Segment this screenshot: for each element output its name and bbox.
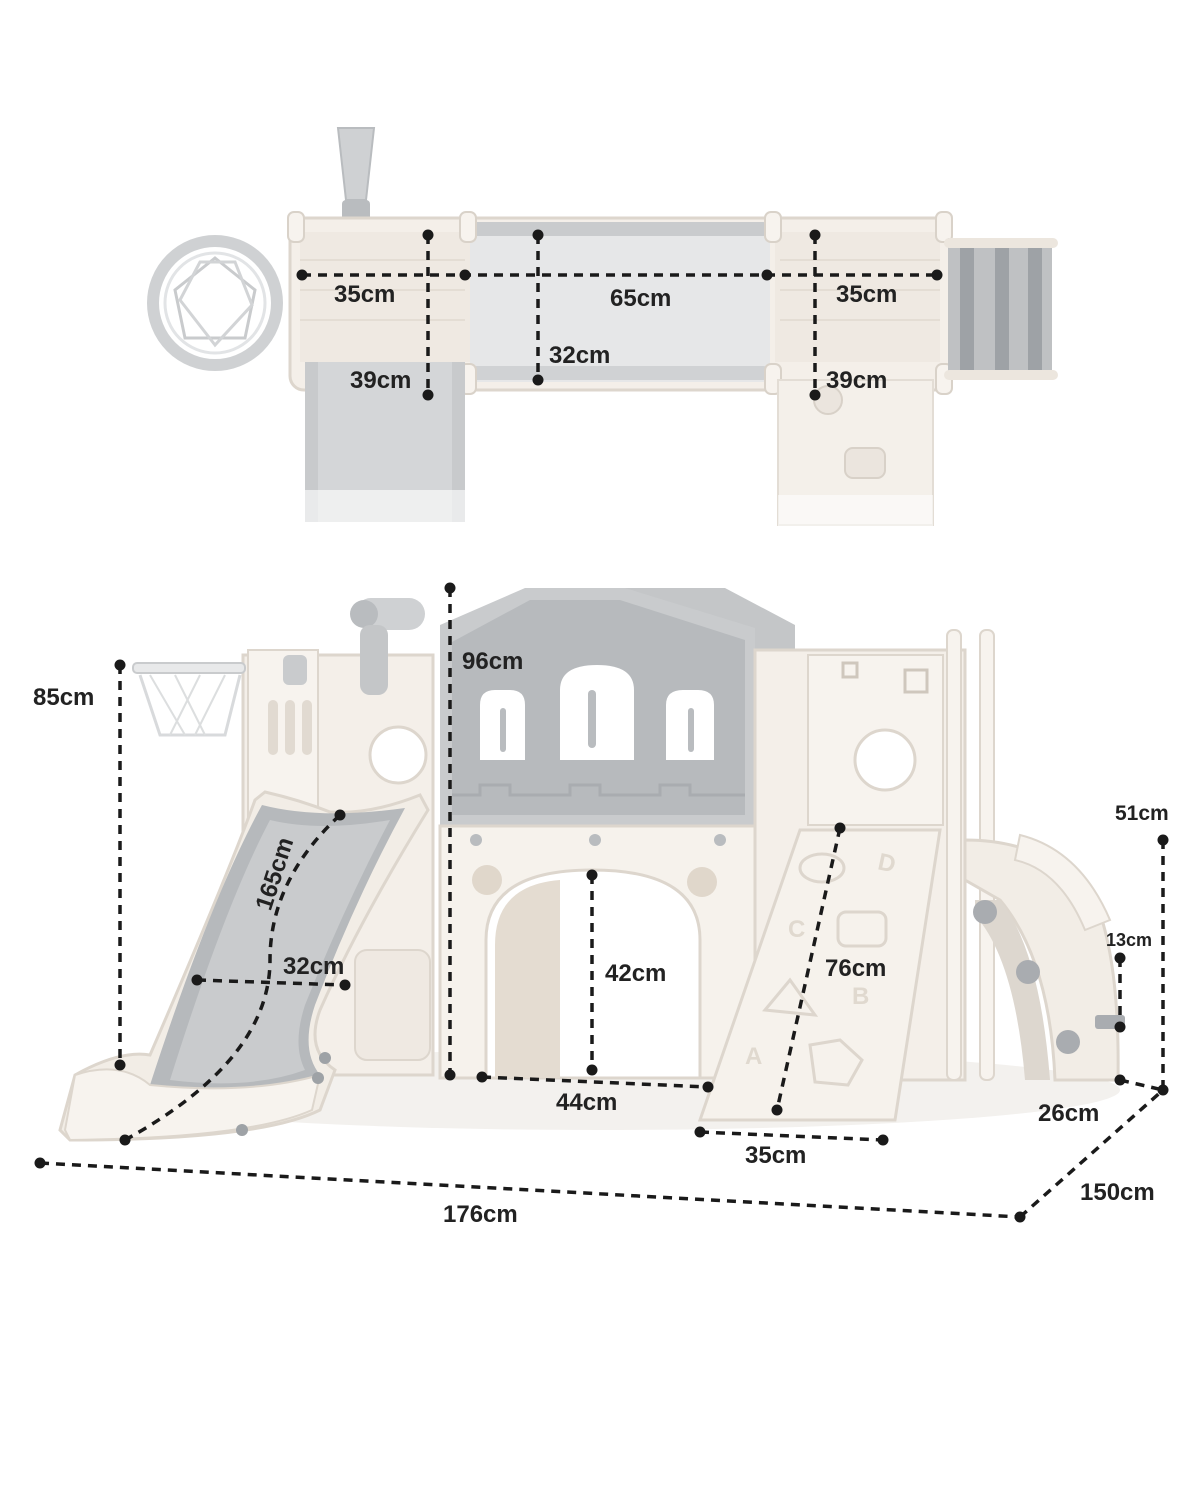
slide [58,790,430,1142]
climbing-wall [697,828,942,1122]
front-telescope [350,598,425,695]
dimension-endpoints [34,229,1169,1223]
top-hoop [147,235,283,371]
front-hoop [132,655,307,737]
climber-letter-b: B [852,983,870,1010]
top-left-depth-label: 39cm [350,367,412,394]
top-center-depth-label: 32cm [549,342,611,369]
climber-letter-a: A [745,1043,763,1070]
step-height-label: 13cm [1106,930,1153,950]
climber-letter-c: C [788,916,806,943]
arch-height-label: 42cm [605,960,667,987]
top-view [147,127,1058,530]
total-width-label: 176cm [443,1201,518,1228]
slide-width-label: 32cm [283,953,345,980]
climber-width-label: 35cm [745,1142,807,1169]
stairs-height-label: 51cm [1115,802,1169,825]
climber-length-label: 76cm [825,955,887,982]
top-right-width-label: 35cm [836,281,898,308]
basket-height-label: 85cm [33,684,95,711]
step-depth-label: 26cm [1038,1100,1100,1127]
arch-width-label: 44cm [556,1089,618,1116]
total-height-label: 96cm [462,648,524,675]
top-right-depth-label: 39cm [826,367,888,394]
total-depth-label: 150cm [1080,1179,1155,1206]
stairs [963,833,1125,1082]
dimension-lines [39,235,1165,1219]
top-left-width-label: 35cm [334,281,396,308]
front-view [58,588,1125,1142]
top-center-width-label: 65cm [610,285,672,312]
